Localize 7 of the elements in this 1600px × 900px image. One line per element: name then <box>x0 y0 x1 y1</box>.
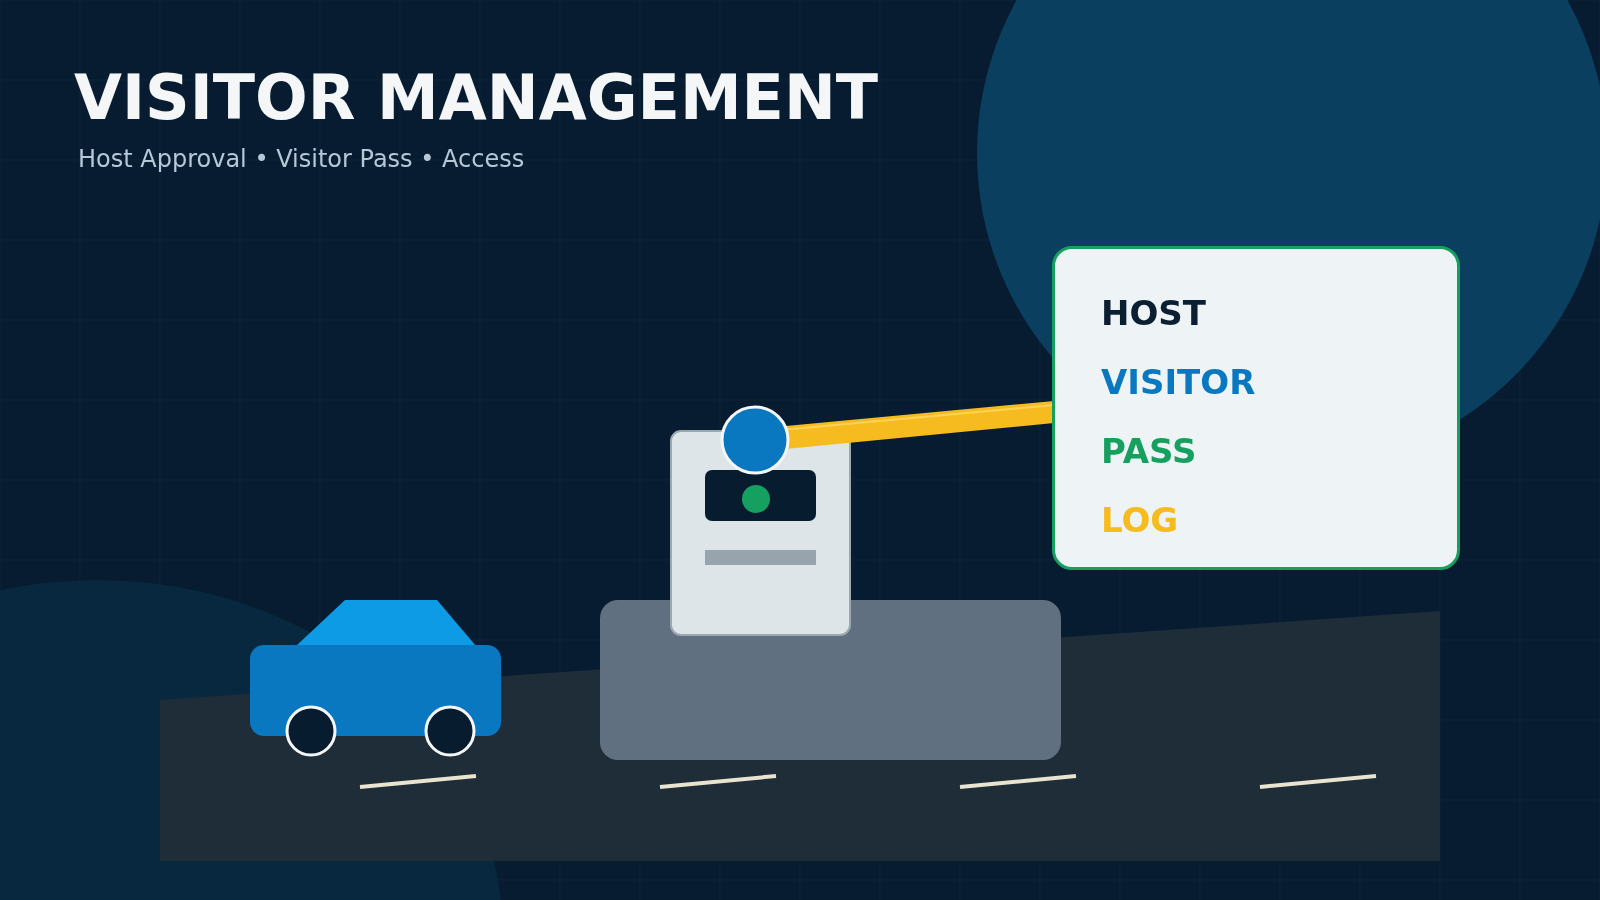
card-label: LOG <box>1101 500 1179 541</box>
title: VISITOR MANAGEMENT <box>74 64 879 133</box>
card-label: HOST <box>1101 293 1207 334</box>
card-label: PASS <box>1101 431 1197 472</box>
info-card <box>1052 246 1460 570</box>
card-label: VISITOR <box>1101 362 1256 403</box>
subtitle: Host Approval • Visitor Pass • Access <box>78 145 525 173</box>
